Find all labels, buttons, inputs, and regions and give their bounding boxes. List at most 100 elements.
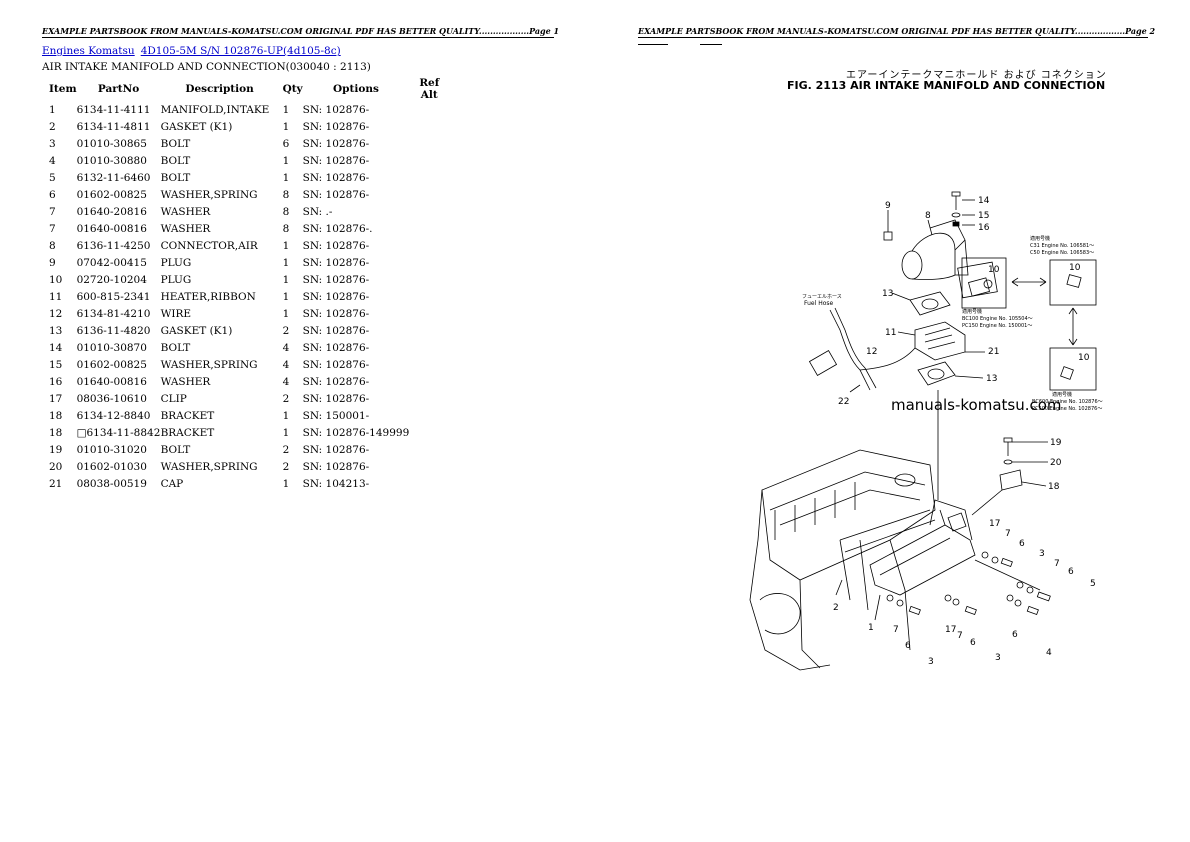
cell-partno: 6134-81-4210 (76, 307, 151, 320)
cell-description: WASHER,SPRING (160, 358, 258, 371)
cell-partno: 01010-31020 (76, 443, 147, 456)
breadcrumb-link-model[interactable]: 4D105-5M S/N 102876-UP(4d105-8c) (140, 45, 341, 57)
cell-description: CONNECTOR,AIR (160, 239, 258, 252)
cell-qty: 1 (282, 103, 290, 116)
cell-options: SN: 102876- (302, 375, 370, 388)
cell-qty: 1 (282, 239, 290, 252)
exploded-parts-diagram: 14 15 16 9 8 10 適用号機 C31 Engine No. 1065… (749, 191, 1103, 671)
cell-qty: 1 (282, 426, 290, 439)
cell-options: SN: 102876- (302, 392, 370, 405)
cell-description: WASHER (160, 375, 211, 388)
callout-17-right: 17 (989, 519, 1000, 529)
cell-description: BOLT (160, 443, 191, 456)
cell-item: 5 (49, 171, 56, 184)
cell-description: WASHER (160, 222, 211, 235)
cell-options: SN: 150001- (302, 409, 370, 422)
cell-qty: 1 (282, 409, 290, 422)
cell-options: SN: 102876- (302, 239, 370, 252)
callout-21: 21 (988, 347, 999, 357)
cell-item: 15 (49, 358, 63, 371)
cell-refalt (409, 254, 449, 271)
breadcrumb-link-engines[interactable]: Engines Komatsu (42, 45, 135, 57)
ribbon-heater (914, 321, 966, 361)
hose-clip (808, 350, 838, 376)
cell-item: 2 (49, 120, 56, 133)
cell-qty: 8 (282, 222, 290, 235)
callout-7-right-a: 7 (1005, 529, 1011, 539)
cell-qty: 8 (282, 188, 290, 201)
engine-block (749, 449, 936, 671)
wire-12 (859, 347, 916, 371)
cell-refalt (409, 169, 449, 186)
callout-8: 8 (925, 211, 931, 221)
cell-partno: □6134-11-8842 (76, 426, 161, 439)
cell-refalt (409, 203, 449, 220)
arrow-horizontal (1011, 277, 1047, 287)
svg-text:適用号機: 適用号機 (1052, 391, 1072, 398)
cell-item: 11 (49, 290, 63, 303)
cell-partno: 6136-11-4820 (76, 324, 151, 337)
cell-item: 7 (49, 205, 56, 218)
cell-qty: 1 (282, 171, 290, 184)
callout-3-lower-a: 3 (928, 657, 934, 667)
callout-17-lower: 17 (945, 625, 956, 635)
cell-item: 12 (49, 307, 63, 320)
cell-refalt (409, 458, 449, 475)
figure-title-japanese: エアーインテークマニホールド および コネクション (846, 70, 1107, 81)
cell-partno: 08038-00519 (76, 477, 147, 490)
cell-refalt (409, 424, 449, 441)
cell-item: 9 (49, 256, 56, 269)
cell-options: SN: 102876- (302, 137, 370, 150)
header-partno: PartNo (97, 83, 140, 95)
cell-options: SN: 102876-149999 (302, 426, 410, 439)
callout-19: 19 (1050, 438, 1062, 448)
air-connector (901, 219, 998, 299)
cell-qty: 8 (282, 205, 290, 218)
callout-4: 4 (1046, 648, 1052, 658)
gasket-13-lower (917, 361, 956, 386)
header-refalt: Ref Alt (419, 77, 440, 101)
cell-qty: 1 (282, 477, 290, 490)
parts-table: Item PartNo Description Qty Options Ref … (42, 77, 449, 492)
cell-partno: 01602-00825 (76, 188, 147, 201)
svg-text:PC500 Engine No. 102876～: PC500 Engine No. 102876～ (1032, 406, 1102, 412)
cell-item: 18 (49, 409, 63, 422)
cell-refalt (409, 101, 449, 118)
svg-text:C50 Engine No. 106583～: C50 Engine No. 106583～ (1030, 250, 1094, 256)
header-item: Item (49, 83, 77, 95)
svg-text:10: 10 (988, 265, 1000, 275)
cell-qty: 6 (282, 137, 290, 150)
cell-partno: 08036-10610 (76, 392, 147, 405)
cell-qty: 4 (282, 341, 290, 354)
cell-options: SN: 102876- (302, 307, 370, 320)
cell-qty: 1 (282, 120, 290, 133)
cell-refalt (409, 305, 449, 322)
header-qty: Qty (282, 83, 303, 95)
cell-qty: 4 (282, 375, 290, 388)
cell-description: BOLT (160, 171, 191, 184)
cell-options: SN: 102876- (302, 443, 370, 456)
svg-text:BC100 Engine No. 105504～: BC100 Engine No. 105504～ (962, 316, 1033, 322)
cell-item: 19 (49, 443, 63, 456)
fuel-hose-jp: フューエルホース (802, 294, 842, 300)
cell-description: BOLT (160, 154, 191, 167)
cell-options: SN: 102876- (302, 273, 370, 286)
cell-partno: 01640-20816 (76, 205, 147, 218)
cell-partno: 01010-30880 (76, 154, 147, 167)
cell-partno: 6134-11-4111 (76, 103, 151, 116)
cell-options: SN: 102876- (302, 120, 370, 133)
cell-description: HEATER,RIBBON (160, 290, 256, 303)
callout-7-lower-b: 7 (957, 631, 963, 641)
callout-6-lower-a: 6 (905, 641, 911, 651)
